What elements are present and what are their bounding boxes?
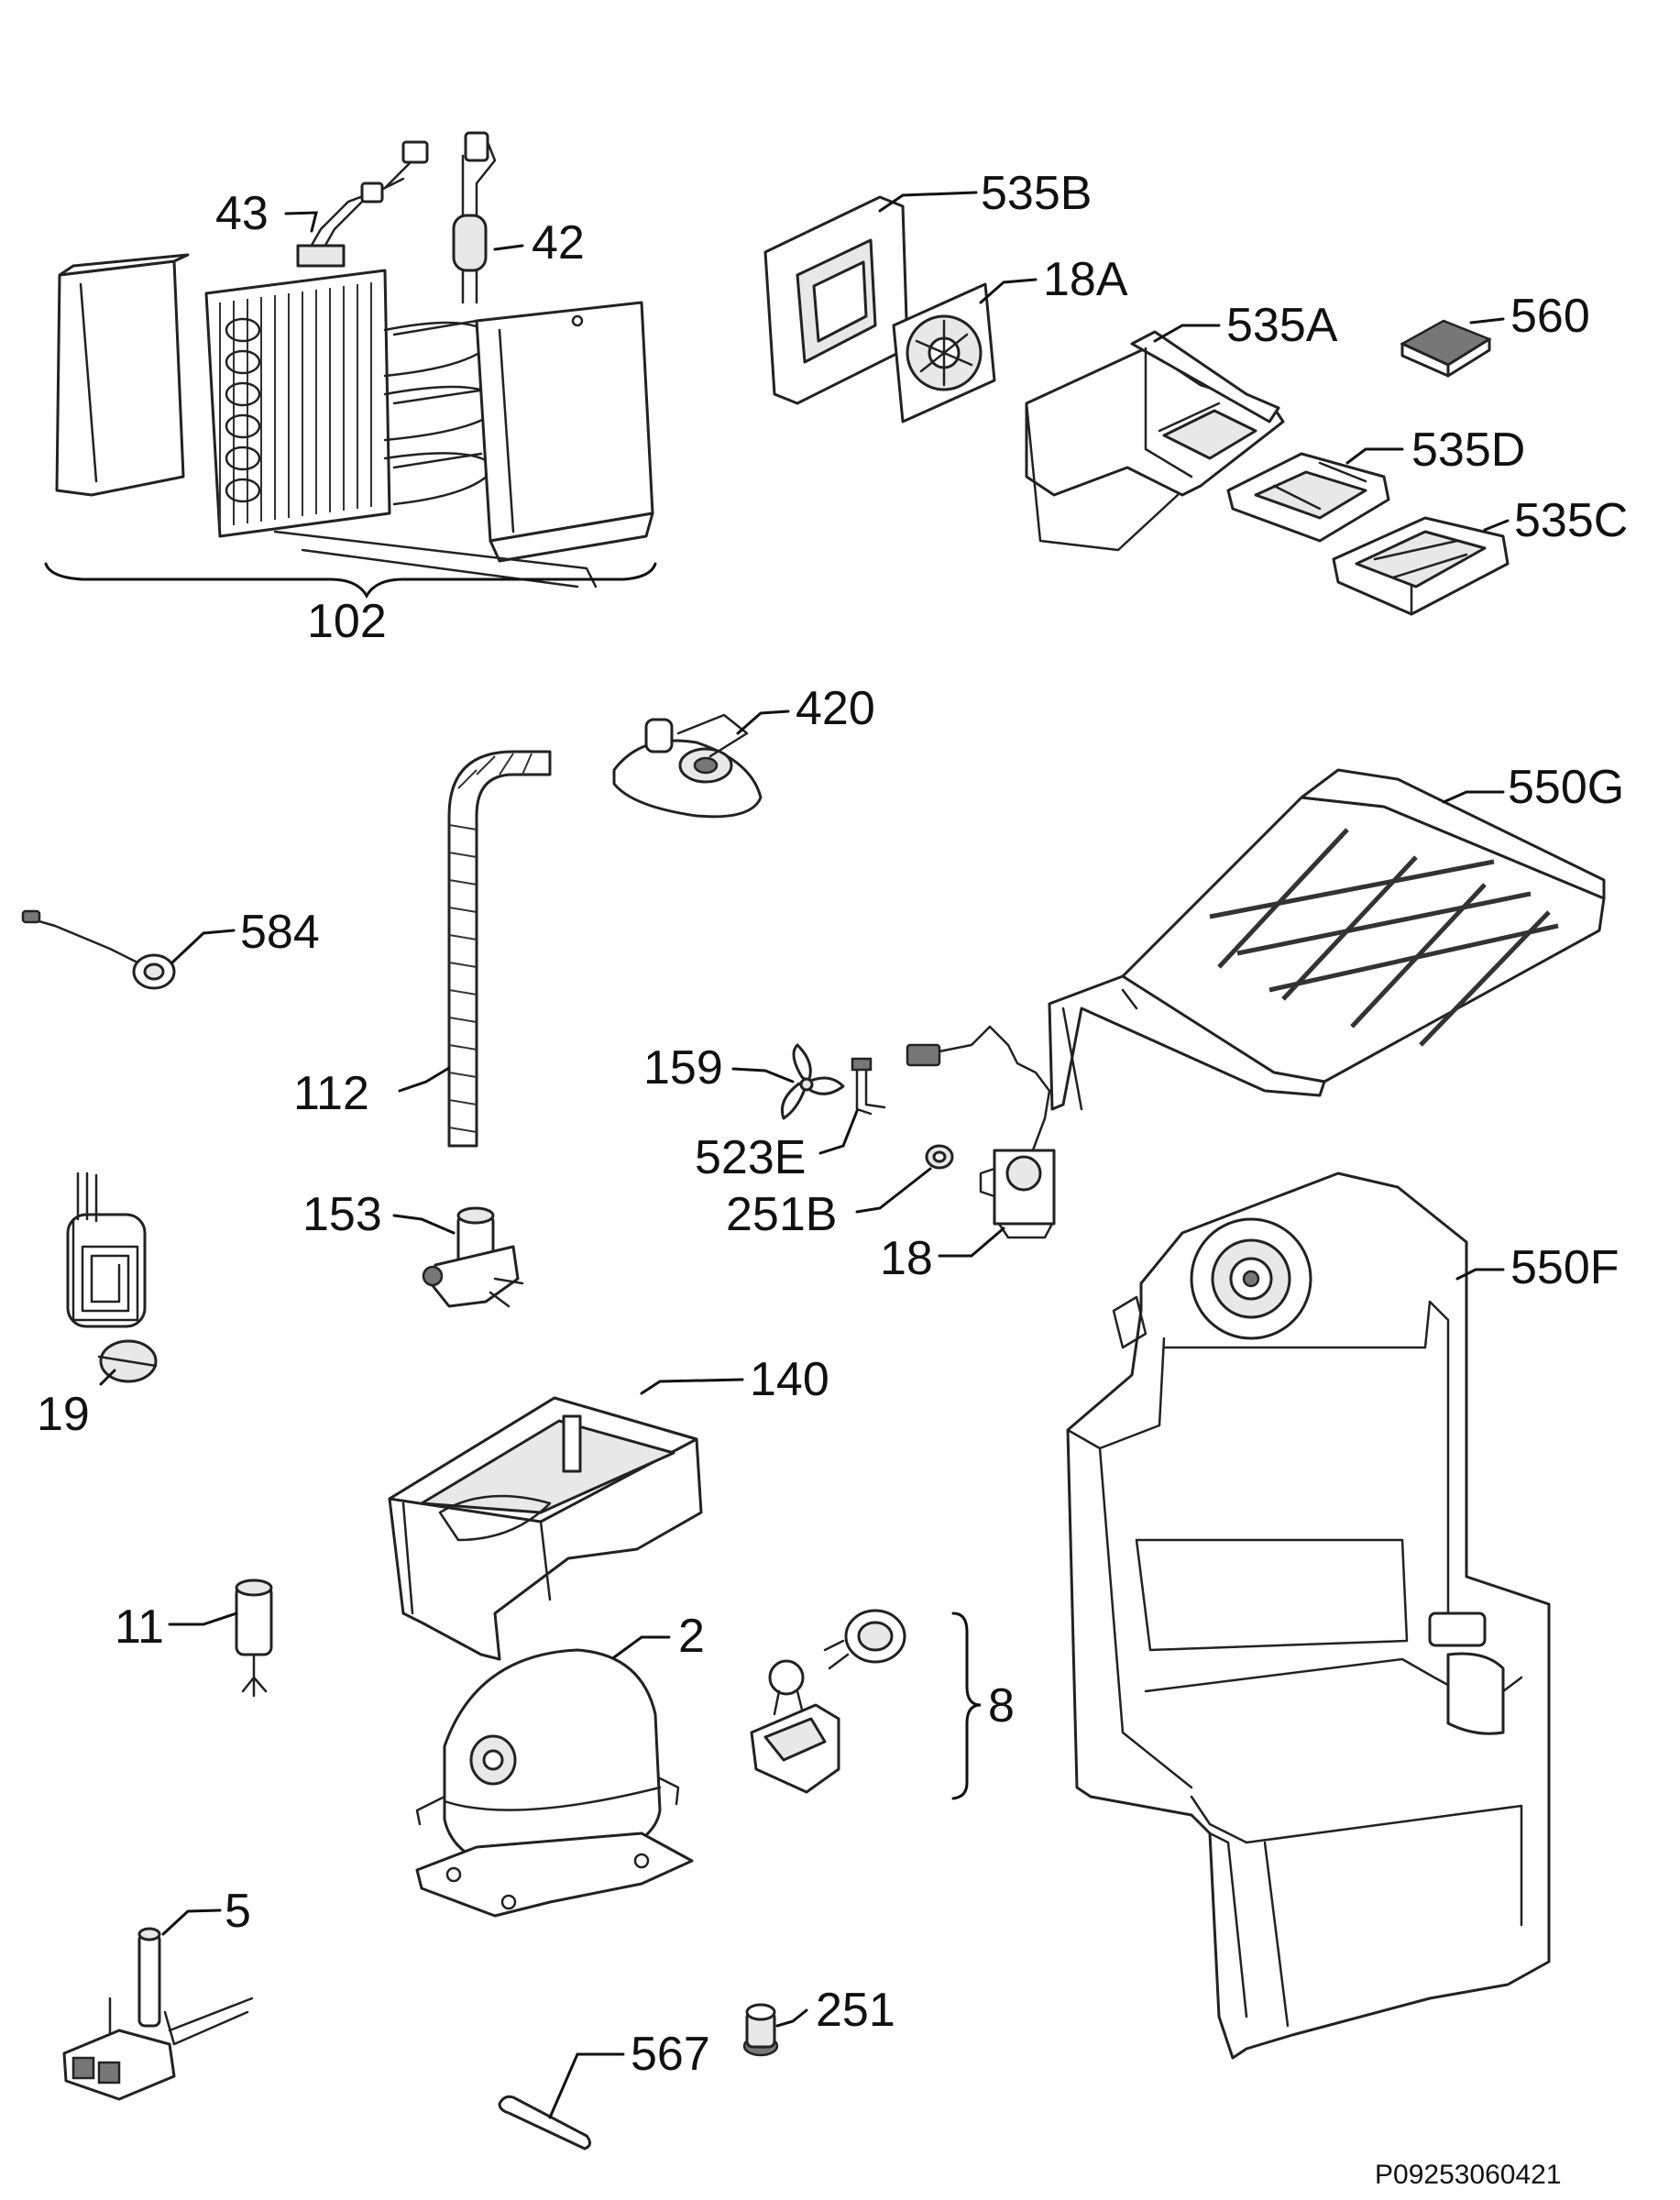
label-5: 5 — [225, 1885, 251, 1938]
label-140: 140 — [750, 1353, 829, 1406]
label-535b: 535B — [981, 167, 1092, 220]
label-251: 251 — [816, 1984, 895, 2037]
label-420: 420 — [796, 682, 875, 735]
part-567-strap — [498, 2095, 591, 2150]
label-19: 19 — [37, 1388, 90, 1441]
leader-lines — [99, 191, 1510, 2119]
part-584-sensor — [21, 909, 176, 990]
part-2-compressor — [415, 1648, 694, 1918]
label-18a: 18A — [1043, 253, 1128, 306]
drawing-code: P09253060421 — [1375, 2160, 1562, 2190]
part-420-drain-funnel — [612, 713, 763, 819]
part-102-evaporator-assembly — [44, 131, 657, 600]
label-523e: 523E — [695, 1131, 806, 1184]
part-251b-bushing — [925, 1144, 954, 1170]
part-112-drain-tube — [447, 750, 552, 1148]
label-584: 584 — [240, 906, 320, 959]
label-2: 2 — [678, 1610, 705, 1663]
label-159: 159 — [643, 1041, 723, 1094]
label-153: 153 — [302, 1188, 382, 1241]
label-11: 11 — [115, 1600, 164, 1654]
part-159-fan-blade — [780, 1043, 845, 1120]
part-251-grommet — [742, 2003, 779, 2057]
label-112: 112 — [293, 1067, 369, 1120]
label-550f: 550F — [1510, 1241, 1620, 1294]
part-535a-duct — [1025, 330, 1285, 552]
label-550g: 550G — [1508, 761, 1624, 814]
part-153-water-valve — [422, 1206, 524, 1308]
label-560: 560 — [1510, 290, 1590, 343]
part-18a-fan — [892, 282, 996, 424]
label-42: 42 — [532, 216, 585, 270]
part-19-heater — [66, 1172, 158, 1383]
label-43: 43 — [215, 187, 269, 240]
part-535c-damper — [1332, 516, 1510, 616]
label-18: 18 — [880, 1232, 933, 1285]
part-140-drip-tray — [388, 1396, 703, 1661]
part-18-fan-motor — [906, 1025, 1056, 1239]
part-535d-flap-housing — [1226, 452, 1390, 543]
part-550f-liner — [1066, 1172, 1551, 2060]
part-535b-front-cover — [763, 195, 909, 405]
label-535c: 535C — [1514, 494, 1628, 547]
label-102: 102 — [307, 595, 387, 648]
part-560-filter — [1400, 319, 1492, 378]
part-8-relay-protector — [750, 1609, 982, 1800]
label-8: 8 — [988, 1679, 1015, 1732]
label-535d: 535D — [1411, 424, 1525, 477]
part-5-thermostat — [62, 1927, 254, 2101]
label-251b: 251B — [726, 1188, 837, 1241]
label-567: 567 — [631, 2028, 710, 2081]
part-labels: 43 42 102 535B 18A 535A 560 535D 535C 42… — [37, 167, 1628, 2190]
part-550g-shelf — [1048, 768, 1606, 1111]
part-11-drier — [235, 1578, 273, 1698]
part-523e-clip — [851, 1057, 886, 1116]
label-535a: 535A — [1226, 299, 1338, 352]
